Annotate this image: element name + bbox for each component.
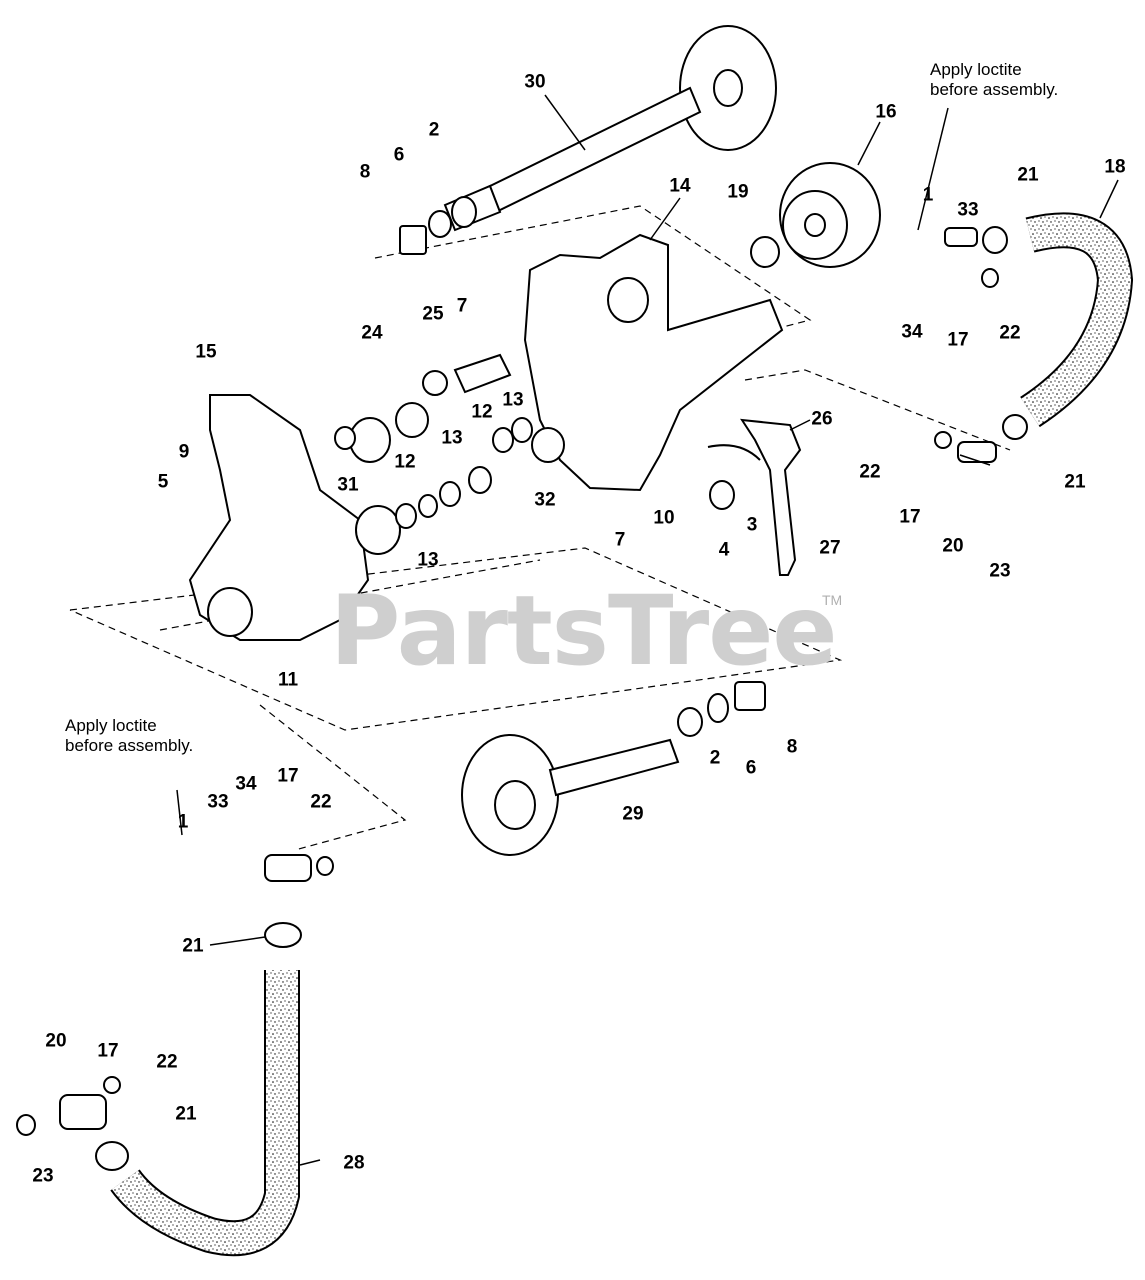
callout-6[interactable]: 6: [745, 757, 757, 779]
callout-4[interactable]: 4: [718, 539, 730, 561]
callout-20[interactable]: 20: [942, 535, 964, 557]
callout-32[interactable]: 32: [534, 489, 556, 511]
callout-23[interactable]: 23: [989, 560, 1011, 582]
callout-7[interactable]: 7: [456, 295, 468, 317]
hose-assembly-bottom-left: [16, 854, 334, 1257]
callout-23[interactable]: 23: [32, 1165, 54, 1187]
callout-9[interactable]: 9: [178, 441, 190, 463]
brake-bracket: [707, 418, 802, 576]
callout-12[interactable]: 12: [394, 451, 416, 473]
callout-18[interactable]: 18: [1104, 156, 1126, 178]
callout-22[interactable]: 22: [156, 1051, 178, 1073]
callout-19[interactable]: 19: [727, 181, 749, 203]
callout-1[interactable]: 1: [177, 811, 189, 833]
callout-33[interactable]: 33: [207, 791, 229, 813]
bearing-set-top: [399, 196, 477, 255]
callout-21[interactable]: 21: [182, 935, 204, 957]
callout-17[interactable]: 17: [277, 765, 299, 787]
callout-21[interactable]: 21: [175, 1103, 197, 1125]
callout-13[interactable]: 13: [417, 549, 439, 571]
callout-8[interactable]: 8: [359, 161, 371, 183]
callout-22[interactable]: 22: [999, 322, 1021, 344]
trademark-mark: TM: [822, 592, 843, 608]
callout-29[interactable]: 29: [622, 803, 644, 825]
transmission-housing-left: [188, 394, 370, 641]
callout-17[interactable]: 17: [97, 1040, 119, 1062]
callout-7[interactable]: 7: [614, 529, 626, 551]
callout-13[interactable]: 13: [502, 389, 524, 411]
callout-27[interactable]: 27: [819, 537, 841, 559]
callout-6[interactable]: 6: [393, 144, 405, 166]
callout-21[interactable]: 21: [1064, 471, 1086, 493]
hose-assembly-top-right: [934, 212, 1134, 463]
callout-10[interactable]: 10: [653, 507, 675, 529]
callout-2[interactable]: 2: [428, 119, 440, 141]
callout-31[interactable]: 31: [337, 474, 359, 496]
small-parts-center: [334, 236, 780, 555]
callout-5[interactable]: 5: [157, 471, 169, 493]
callout-12[interactable]: 12: [471, 401, 493, 423]
loctite-note-bottom: Apply loctite before assembly.: [65, 716, 194, 756]
callout-1[interactable]: 1: [922, 184, 934, 206]
loctite-note-top: Apply loctite before assembly.: [930, 60, 1059, 100]
callout-30[interactable]: 30: [524, 71, 546, 93]
callout-13[interactable]: 13: [441, 427, 463, 449]
callout-11[interactable]: 11: [277, 669, 299, 691]
callout-2[interactable]: 2: [709, 747, 721, 769]
callout-34[interactable]: 34: [901, 321, 923, 343]
callout-15[interactable]: 15: [195, 341, 217, 363]
callout-33[interactable]: 33: [957, 199, 979, 221]
callout-24[interactable]: 24: [361, 322, 383, 344]
callout-17[interactable]: 17: [899, 506, 921, 528]
leader-lines: [176, 94, 1119, 1166]
axle-shaft-top: [443, 25, 777, 232]
callout-26[interactable]: 26: [811, 408, 833, 430]
callout-28[interactable]: 28: [343, 1152, 365, 1174]
watermark: PartsTree: [330, 575, 837, 687]
brake-drum: [779, 162, 881, 268]
callout-8[interactable]: 8: [786, 736, 798, 758]
callout-17[interactable]: 17: [947, 329, 969, 351]
callout-21[interactable]: 21: [1017, 164, 1039, 186]
callout-20[interactable]: 20: [45, 1030, 67, 1052]
callout-34[interactable]: 34: [235, 773, 257, 795]
axle-shaft-bottom: [461, 681, 766, 856]
callout-16[interactable]: 16: [875, 101, 897, 123]
callout-22[interactable]: 22: [310, 791, 332, 813]
callout-22[interactable]: 22: [859, 461, 881, 483]
callout-3[interactable]: 3: [746, 514, 758, 536]
callout-14[interactable]: 14: [669, 175, 691, 197]
callout-25[interactable]: 25: [422, 303, 444, 325]
